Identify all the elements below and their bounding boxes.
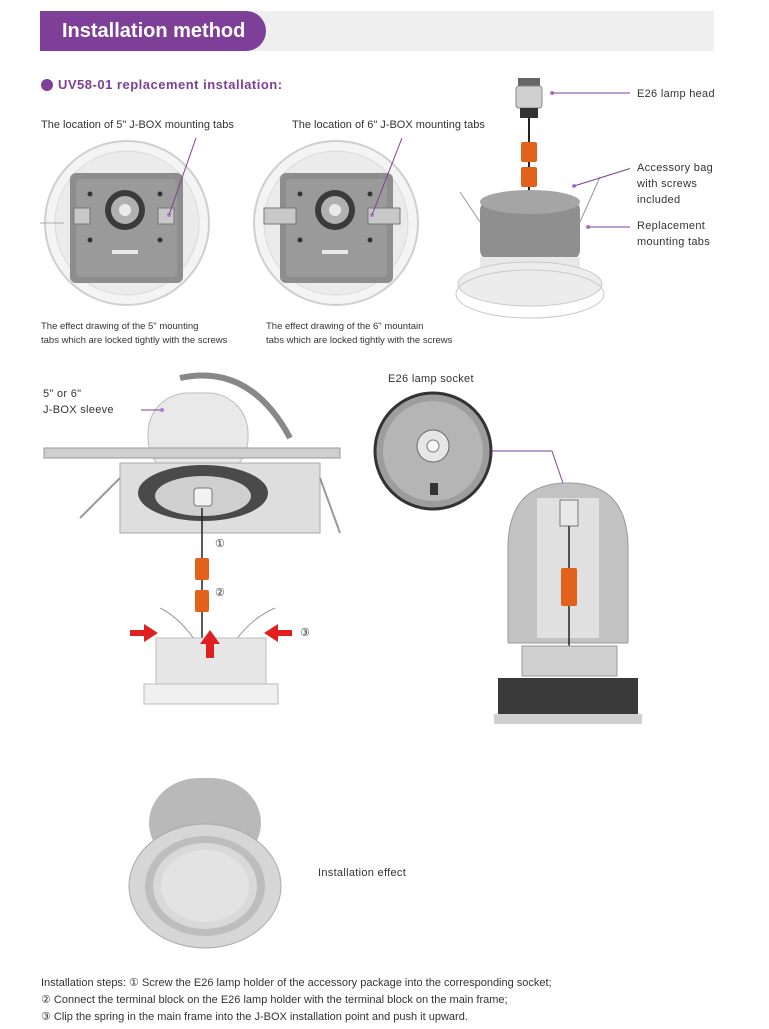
callout-accessory-line1: Accessory bag: [637, 162, 714, 174]
step-marker-1: ①: [215, 538, 225, 550]
jbox-housing-drawing: [43, 372, 341, 705]
step-line-2: ② Connect the terminal block on the E26 …: [41, 994, 508, 1006]
label-installation-effect: Installation effect: [318, 867, 407, 879]
callout-accessory-line3: included: [637, 194, 681, 206]
fixture-5in-drawing: [40, 138, 210, 306]
caption-6in-line1: The effect drawing of the 6" mountain: [266, 321, 424, 332]
socket-cutaway-drawing: [373, 391, 642, 724]
caption-5in-line2: tabs which are locked tightly with the s…: [41, 335, 228, 346]
section-title: UV58-01 replacement installation:: [58, 77, 283, 92]
retrofit-kit-drawing: [455, 78, 630, 319]
installation-steps: Installation steps: ① Screw the E26 lamp…: [41, 975, 741, 1026]
callout-lamp-head: E26 lamp head: [637, 88, 715, 100]
fixture-6in-drawing: [253, 138, 419, 306]
callout-tabs-line1: Replacement: [637, 220, 706, 232]
step-line-3: ③ Clip the spring in the main frame into…: [41, 1011, 468, 1023]
label-jbox-sleeve: 5" or 6" J-BOX sleeve: [43, 386, 114, 418]
label-jbox-sleeve-line2: J-BOX sleeve: [43, 404, 114, 416]
caption-6in: The effect drawing of the 6" mountain ta…: [266, 320, 452, 348]
callout-mounting-tabs: Replacement mounting tabs: [637, 218, 710, 250]
label-lamp-socket: E26 lamp socket: [388, 373, 474, 385]
step-marker-3: ③: [300, 627, 310, 639]
callout-accessory-line2: with screws: [637, 178, 698, 190]
callout-accessory-bag: Accessory bag with screws included: [637, 160, 713, 208]
page-title: Installation method: [40, 11, 266, 51]
callout-tabs-line2: mounting tabs: [637, 236, 710, 248]
label-jbox-sleeve-line1: 5" or 6": [43, 388, 82, 400]
label-6in-tabs: The location of 6" J-BOX mounting tabs: [292, 119, 485, 131]
caption-5in: The effect drawing of the 5" mounting ta…: [41, 320, 227, 348]
step-line-1: Installation steps: ① Screw the E26 lamp…: [41, 977, 552, 989]
installation-effect-drawing: [128, 778, 282, 949]
caption-5in-line1: The effect drawing of the 5" mounting: [41, 321, 199, 332]
bullet-dot-icon: [41, 79, 53, 91]
step-marker-2: ②: [215, 587, 225, 599]
caption-6in-line2: tabs which are locked tightly with the s…: [266, 335, 453, 346]
label-5in-tabs: The location of 5" J-BOX mounting tabs: [41, 119, 234, 131]
